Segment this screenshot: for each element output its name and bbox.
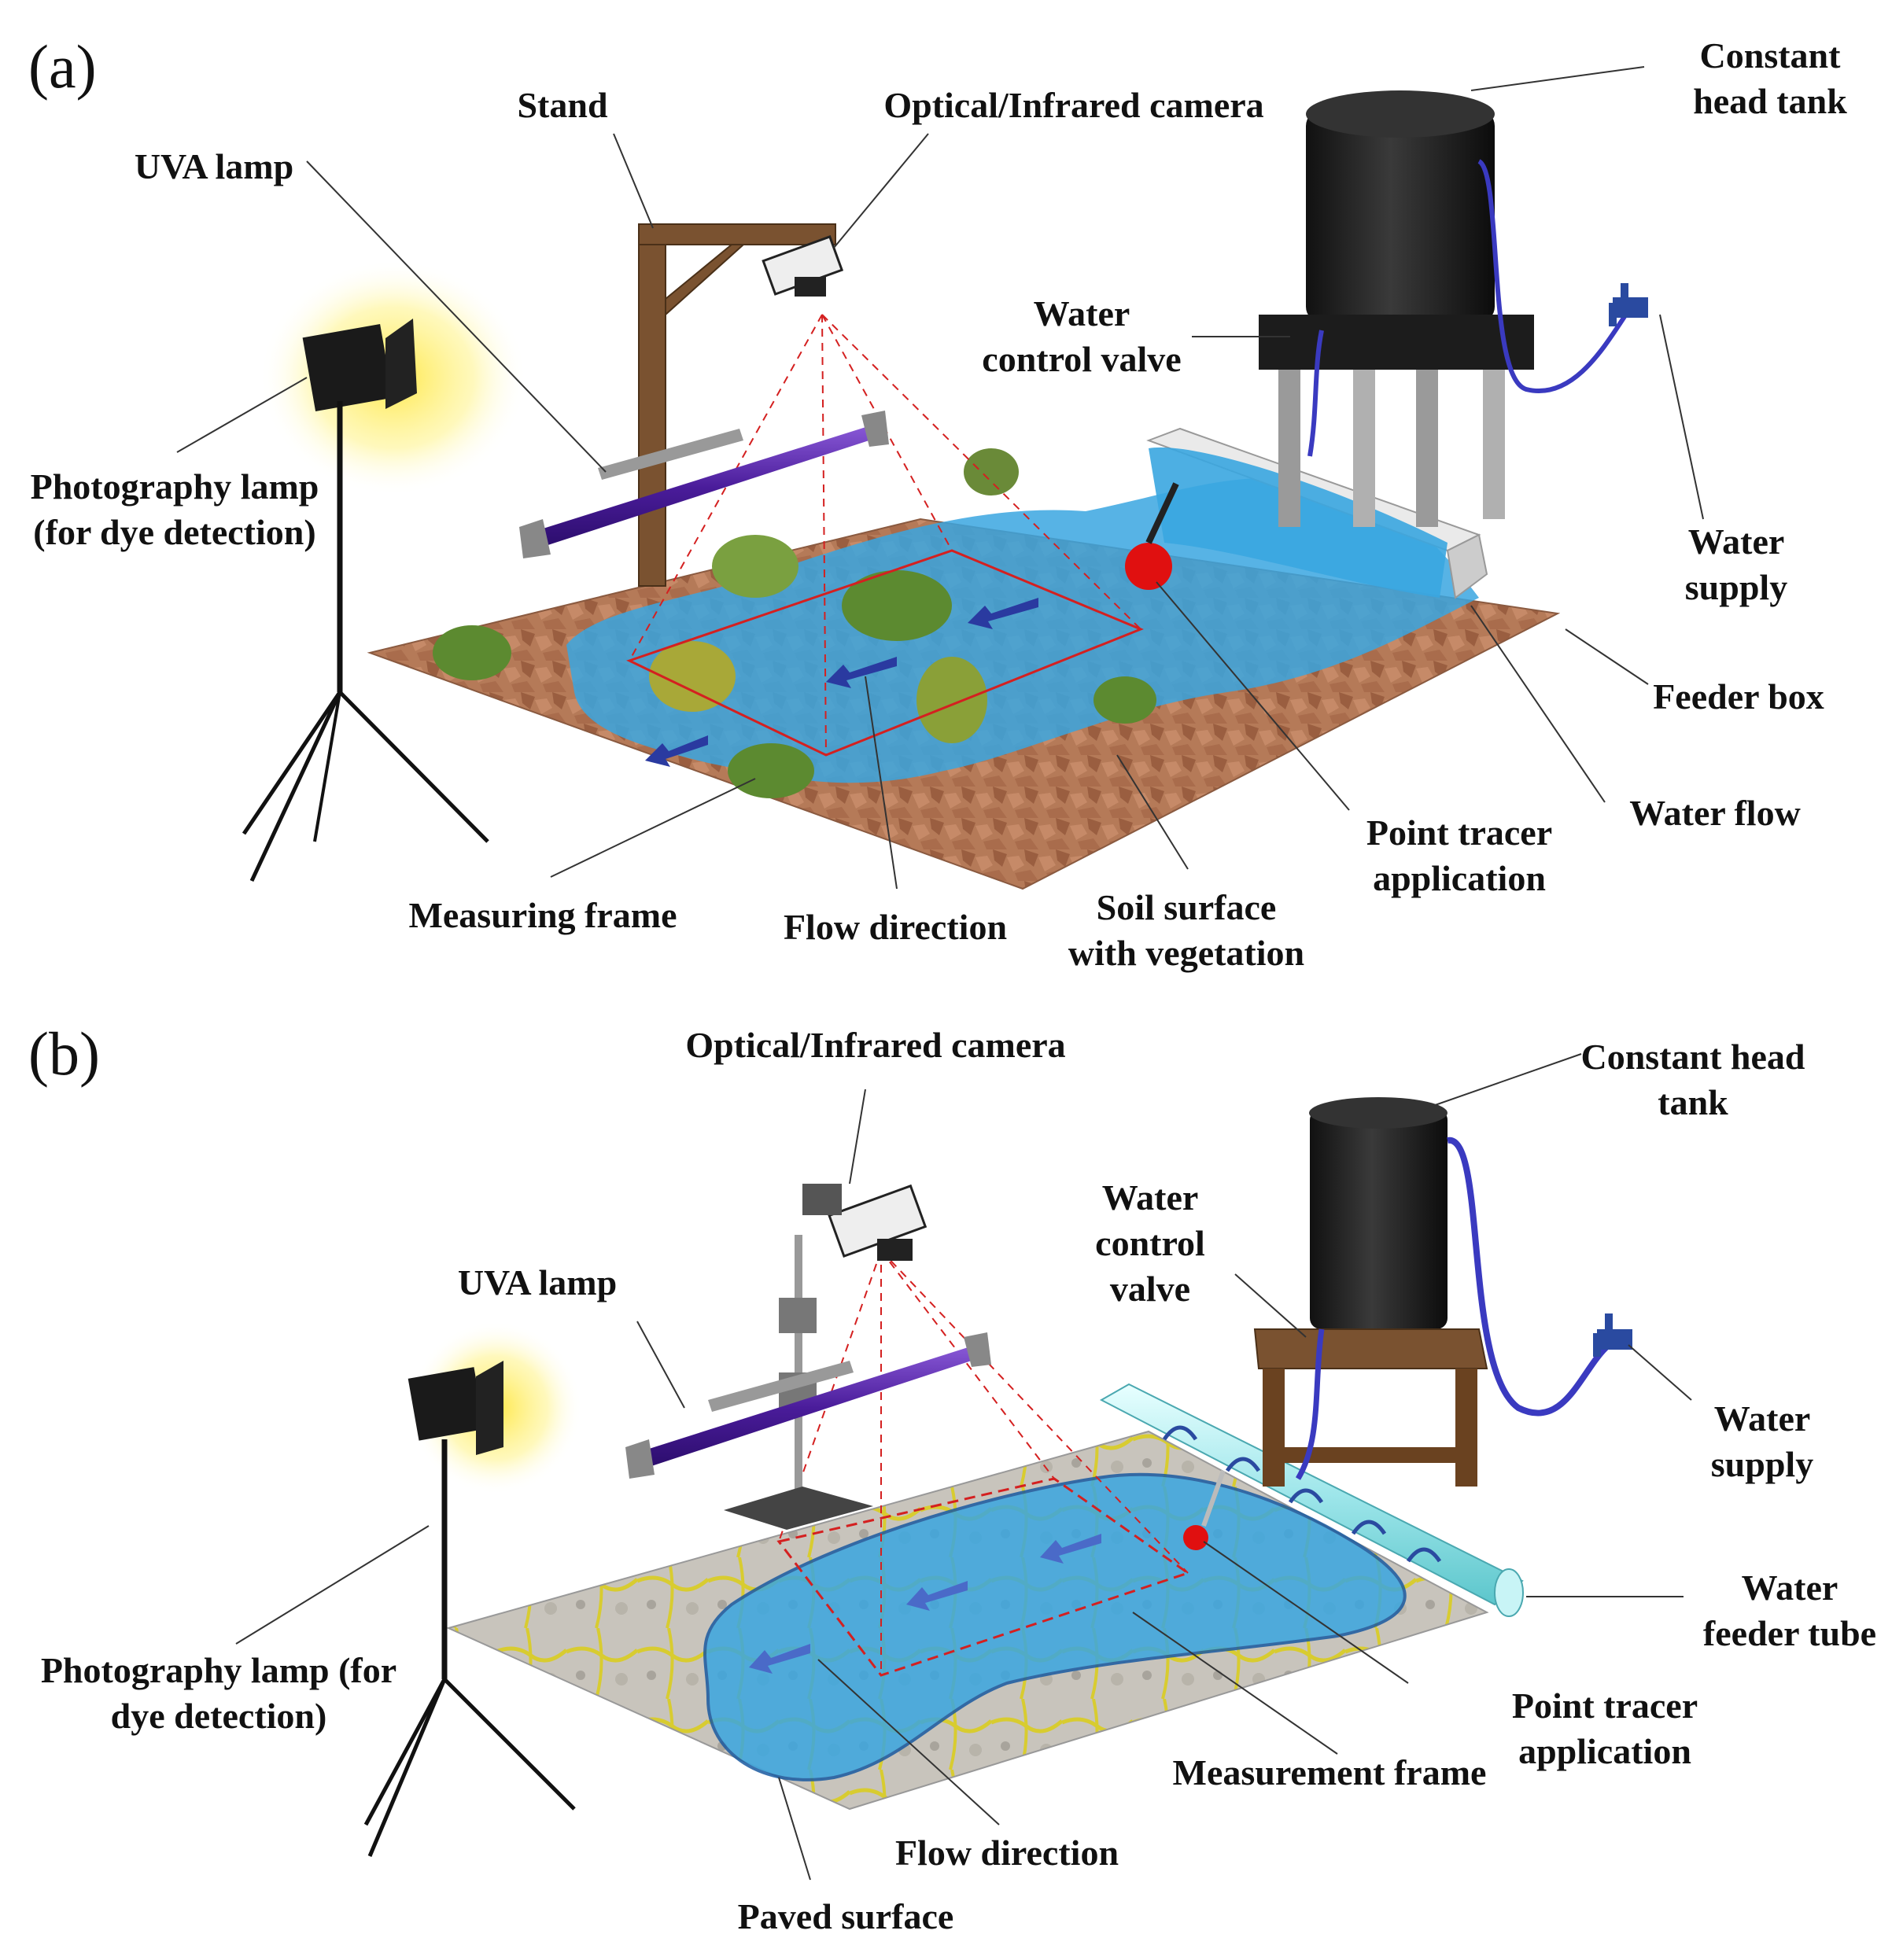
point-tracer-b — [1183, 1525, 1208, 1550]
label-a-flow-direction: Flow direction — [783, 907, 1008, 947]
label-a-water-control-valve: Water control valve — [982, 293, 1182, 379]
water-tap-b — [1593, 1313, 1632, 1357]
label-b-water-control-valve: Water control valve — [1095, 1177, 1205, 1309]
supply-pipe-a — [1477, 159, 1631, 393]
label-a-stand: Stand — [517, 85, 608, 125]
photography-lamp-a — [242, 260, 527, 882]
label-b-flow-direction: Flow direction — [894, 1833, 1119, 1873]
label-a-water-supply: Water supply — [1684, 521, 1788, 607]
label-a-constant-head-tank: Constant head tank — [1693, 35, 1847, 121]
water-feeder-tube — [1099, 1383, 1524, 1617]
syringe-a — [1145, 482, 1179, 544]
panel-b-letter: (b) — [28, 1019, 100, 1088]
label-b-photography-lamp: Photography lamp (for dye detection) — [40, 1650, 397, 1736]
syringe-b — [1201, 1469, 1226, 1527]
label-b-point-tracer: Point tracer application — [1511, 1686, 1698, 1771]
panel-a-letter: (a) — [28, 32, 97, 101]
panel-a-illustration — [242, 90, 1648, 890]
label-b-uva-lamp: UVA lamp — [457, 1262, 618, 1302]
stand — [638, 223, 836, 587]
leader-lines-b — [235, 1053, 1692, 1881]
leader-lines-a — [176, 66, 1704, 890]
valve-pipe-a — [1307, 330, 1324, 457]
label-a-soil-surface: Soil surface with vegetation — [1068, 887, 1305, 973]
flow-arrows-a — [645, 598, 1038, 767]
measuring-frame-a — [626, 549, 1144, 757]
label-a-measuring-frame: Measuring frame — [408, 895, 677, 935]
flow-arrows-b — [749, 1534, 1101, 1674]
water-tap-a — [1609, 283, 1648, 326]
label-a-camera: Optical/Infrared camera — [883, 85, 1264, 125]
label-b-water-feeder-tube: Water feeder tube — [1702, 1568, 1877, 1653]
label-a-uva-lamp: UVA lamp — [134, 146, 294, 186]
uva-lamp-a — [519, 411, 889, 558]
camera-a — [762, 235, 844, 297]
constant-head-tank-a — [1259, 90, 1534, 527]
label-a-feeder-box: Feeder box — [1653, 676, 1824, 717]
panel-b-illustration — [363, 1097, 1632, 1857]
constant-head-tank-b — [1253, 1097, 1488, 1487]
label-a-point-tracer: Point tracer application — [1366, 812, 1553, 898]
uva-lamp-b — [625, 1332, 991, 1479]
label-b-camera: Optical/Infrared camera — [685, 1025, 1066, 1065]
label-b-paved-surface: Paved surface — [737, 1896, 954, 1936]
photography-lamp-b — [363, 1321, 582, 1857]
label-b-water-supply: Water supply — [1710, 1398, 1814, 1484]
label-a-water-flow: Water flow — [1629, 793, 1801, 833]
label-a-photography-lamp: Photography lamp (for dye detection) — [30, 466, 319, 552]
label-b-constant-head-tank: Constant head tank — [1580, 1037, 1805, 1122]
vegetation — [433, 448, 1156, 798]
supply-pipe-b — [1447, 1137, 1611, 1417]
camera-b — [802, 1184, 928, 1261]
label-b-measurement-frame: Measurement frame — [1172, 1752, 1487, 1792]
valve-pipe-b — [1295, 1328, 1325, 1480]
point-tracer-a — [1125, 543, 1172, 590]
water-flow-area-b — [703, 1472, 1407, 1781]
